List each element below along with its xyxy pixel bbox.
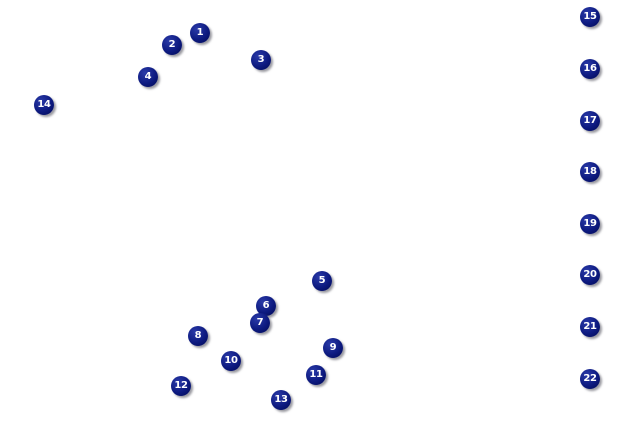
marker-label: 19	[583, 218, 597, 229]
marker-label: 14	[37, 99, 51, 110]
marker-17[interactable]: 17	[580, 111, 600, 131]
marker-16[interactable]: 16	[580, 59, 600, 79]
marker-1[interactable]: 1	[190, 23, 210, 43]
marker-5[interactable]: 5	[312, 271, 332, 291]
marker-3[interactable]: 3	[251, 50, 271, 70]
marker-label: 12	[174, 380, 188, 391]
marker-4[interactable]: 4	[138, 67, 158, 87]
marker-label: 21	[583, 321, 597, 332]
marker-21[interactable]: 21	[580, 317, 600, 337]
marker-label: 9	[329, 342, 337, 353]
marker-label: 7	[256, 317, 264, 328]
marker-label: 5	[318, 275, 326, 286]
marker-label: 17	[583, 115, 597, 126]
marker-label: 1	[196, 27, 204, 38]
marker-label: 22	[583, 373, 597, 384]
marker-10[interactable]: 10	[221, 351, 241, 371]
marker-label: 6	[262, 300, 270, 311]
marker-label: 20	[583, 269, 597, 280]
marker-label: 13	[274, 394, 288, 405]
marker-6[interactable]: 6	[256, 296, 276, 316]
marker-label: 11	[309, 369, 323, 380]
marker-22[interactable]: 22	[580, 369, 600, 389]
marker-19[interactable]: 19	[580, 214, 600, 234]
marker-15[interactable]: 15	[580, 7, 600, 27]
marker-11[interactable]: 11	[306, 365, 326, 385]
marker-label: 2	[168, 39, 176, 50]
marker-7[interactable]: 7	[250, 313, 270, 333]
marker-label: 16	[583, 63, 597, 74]
marker-label: 3	[257, 54, 265, 65]
marker-label: 8	[194, 330, 202, 341]
marker-13[interactable]: 13	[271, 390, 291, 410]
marker-8[interactable]: 8	[188, 326, 208, 346]
marker-2[interactable]: 2	[162, 35, 182, 55]
marker-12[interactable]: 12	[171, 376, 191, 396]
marker-label: 4	[144, 71, 152, 82]
marker-label: 10	[224, 355, 238, 366]
marker-20[interactable]: 20	[580, 265, 600, 285]
marker-label: 18	[583, 166, 597, 177]
marker-label: 15	[583, 11, 597, 22]
marker-14[interactable]: 14	[34, 95, 54, 115]
marker-18[interactable]: 18	[580, 162, 600, 182]
marker-9[interactable]: 9	[323, 338, 343, 358]
